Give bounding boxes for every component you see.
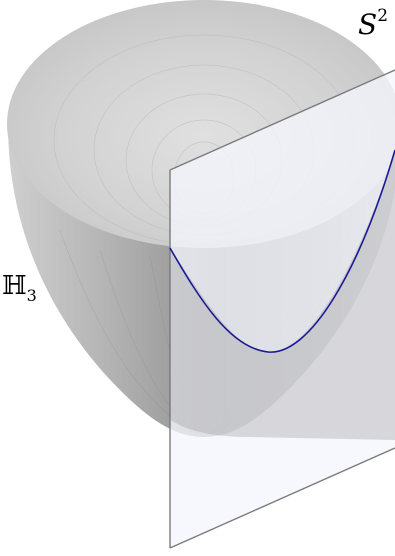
intersection-curve bbox=[169, 149, 395, 353]
plane-edges bbox=[169, 69, 395, 549]
hyperbolic-label: ℍ3 bbox=[2, 271, 37, 305]
sphere-label: S2 bbox=[358, 6, 388, 41]
bowl-behind-plane bbox=[170, 150, 395, 440]
cutting-plane bbox=[170, 70, 395, 548]
